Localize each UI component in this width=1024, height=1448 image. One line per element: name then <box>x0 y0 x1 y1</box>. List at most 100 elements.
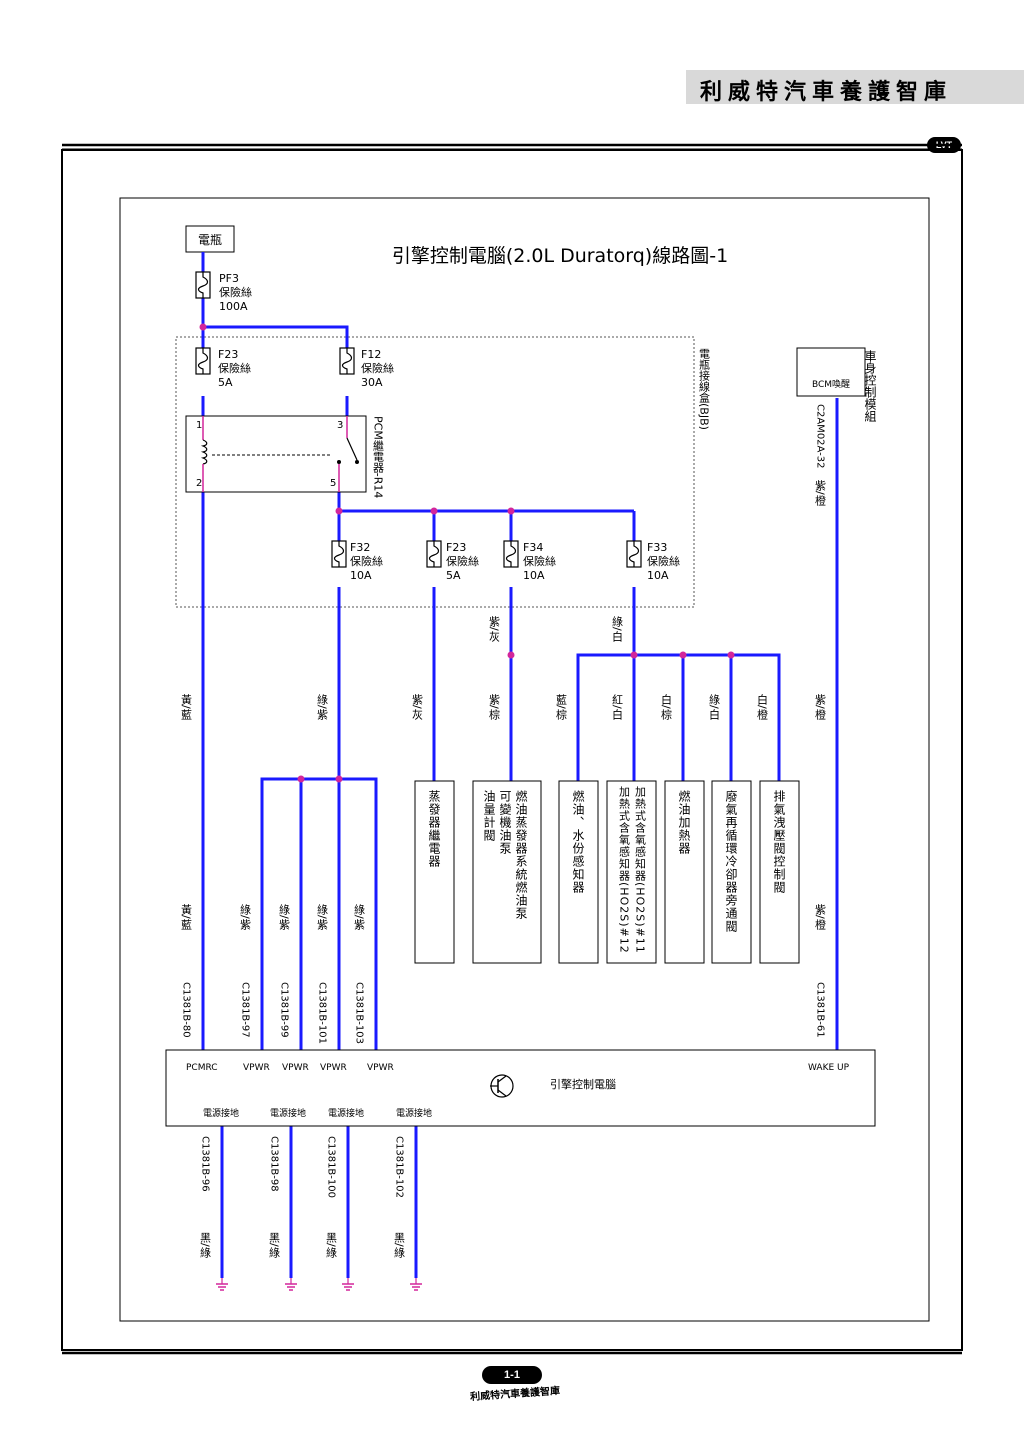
ground-icon-1 <box>215 1277 229 1291</box>
pf3-name: PF3 <box>219 272 239 285</box>
gnd-pin-100: C1381B-100 <box>326 1136 337 1198</box>
wire-blue-brown: 藍/棕 <box>555 694 568 721</box>
f23b-type: 保險絲 <box>446 554 479 568</box>
f34-type: 保險絲 <box>523 554 556 568</box>
f34-rating: 10A <box>523 569 545 582</box>
wire-yel-blue2: 黃/藍 <box>180 904 193 930</box>
f12-name: F12 <box>361 348 381 361</box>
wire-grn-white2: 綠/白 <box>708 694 721 720</box>
bcm-wire-low: 紫/橙 <box>814 904 827 931</box>
bcm-box-label: BCM喚醒 <box>812 378 850 390</box>
f23a-name: F23 <box>218 348 238 361</box>
fuel-heater-box <box>664 780 705 964</box>
f33-name: F33 <box>647 541 667 554</box>
wire-gp4: 綠/紫 <box>353 904 366 930</box>
pf3-type: 保險絲 <box>219 285 252 299</box>
relay-pin1: 1 <box>196 420 202 431</box>
relay-coil <box>200 439 208 465</box>
transistor-icon <box>490 1074 514 1098</box>
wire-pur-brown: 紫/棕 <box>488 694 501 721</box>
bjb-box <box>175 336 695 608</box>
header-bar <box>686 70 1024 104</box>
pin-80: C1381B-80 <box>181 982 192 1038</box>
ho2s-line2: 加熱式含氧感知器(HO2S)#12 <box>618 786 631 954</box>
wire-white-brown: 白/棕 <box>660 693 673 721</box>
relay-switch <box>346 437 358 461</box>
pcm-vpwr3: VPWR <box>320 1063 347 1073</box>
fuse-f33 <box>626 540 642 568</box>
f32-type: 保險絲 <box>350 554 383 568</box>
gnd-wire-4: 黑/綠 <box>393 1232 406 1259</box>
egr-valve-label: 廢氣再循環冷卻器旁通閥 <box>724 789 738 933</box>
fuel-pump-box <box>472 780 542 964</box>
bcm-pin: C1381B-61 <box>815 982 826 1038</box>
f33-type: 保險絲 <box>647 554 680 568</box>
egr-valve-box <box>711 780 752 964</box>
pcm-gnd2: 電源接地 <box>270 1107 306 1119</box>
f12-type: 保險絲 <box>361 361 394 375</box>
pcm-wake: WAKE UP <box>808 1063 850 1073</box>
wire-white-orange: 白/橙 <box>756 693 769 721</box>
gnd-wire-3: 黑/綠 <box>325 1232 338 1259</box>
pin-97: C1381B-97 <box>240 982 251 1038</box>
exhaust-valve-label: 排氣洩壓閥控制閥 <box>772 790 786 894</box>
pcm-gnd1: 電源接地 <box>203 1107 239 1119</box>
f23a-rating: 5A <box>218 376 233 389</box>
relay-pin5: 5 <box>330 478 336 489</box>
fuse-f34 <box>503 540 519 568</box>
fuel-pump-line2: 可變機油泵 <box>498 790 512 855</box>
wire-gp3: 綠/紫 <box>316 904 329 930</box>
battery-box <box>185 225 235 253</box>
pcm-title: 引擎控制電腦 <box>550 1077 616 1091</box>
wire-harness <box>201 252 839 1278</box>
f34-name: F34 <box>523 541 543 554</box>
pcm-box <box>165 1049 876 1127</box>
bcm-wire-top: 紫/橙 <box>814 480 827 507</box>
f33-rating: 10A <box>647 569 669 582</box>
evap-relay-label: 蒸發器繼電器 <box>427 790 441 868</box>
pcm-vpwr4: VPWR <box>367 1063 394 1073</box>
diagram-title: 引擎控制電腦(2.0L Duratorq)線路圖-1 <box>392 245 728 267</box>
header-title: 利威特汽車養護智庫 <box>700 79 953 105</box>
relay-label: PCM繼電器-R14 <box>372 416 385 498</box>
wire-pur-gray2: 紫/灰 <box>488 616 501 642</box>
ground-icon-3 <box>341 1277 355 1291</box>
bjb-label: 電瓶接線盒(BJB) <box>698 348 711 430</box>
gnd-pin-96: C1381B-96 <box>200 1136 211 1192</box>
f23a-type: 保險絲 <box>218 361 251 375</box>
fuse-pf3 <box>195 271 211 299</box>
fuse-f23a <box>195 347 211 375</box>
f32-name: F32 <box>350 541 370 554</box>
pf3-rating: 100A <box>219 300 248 313</box>
pin-99: C1381B-99 <box>279 982 290 1038</box>
fuse-f32 <box>331 540 347 568</box>
inner-frame <box>119 197 930 1322</box>
wire-pur-gray: 紫/灰 <box>411 694 424 720</box>
bcm-box <box>796 347 866 397</box>
battery-label: 電瓶 <box>198 233 222 247</box>
wire-grn-white: 綠/白 <box>611 616 624 642</box>
pcm-pcmrc: PCMRC <box>186 1063 218 1073</box>
evap-relay-box <box>414 780 455 964</box>
f32-rating: 10A <box>350 569 372 582</box>
relay-pin2: 2 <box>196 478 202 489</box>
fuel-pump-line1: 燃油蒸發器系統燃油泵 <box>514 789 528 920</box>
wire-gp2: 綠/紫 <box>278 904 291 930</box>
wire-gp1: 綠/紫 <box>239 904 252 930</box>
pcm-gnd4: 電源接地 <box>396 1107 432 1119</box>
fuse-f12 <box>339 347 355 375</box>
f23b-name: F23 <box>446 541 466 554</box>
wire-red-white: 紅/白 <box>611 694 624 720</box>
bcm-module-label: 車身控制模組 <box>863 350 877 422</box>
f12-rating: 30A <box>361 376 383 389</box>
ground-icon-2 <box>284 1277 298 1291</box>
page-number: 1-1 <box>482 1366 542 1384</box>
wire-grn-pur: 綠/紫 <box>316 694 329 720</box>
ground-icon-4 <box>409 1277 423 1291</box>
fuel-pump-line3: 油量計閥 <box>482 790 496 842</box>
pcm-vpwr2: VPWR <box>282 1063 309 1073</box>
wire-yel-blue: 黃/藍 <box>180 694 193 720</box>
gnd-wire-2: 黑/綠 <box>268 1232 281 1259</box>
f23b-rating: 5A <box>446 569 461 582</box>
